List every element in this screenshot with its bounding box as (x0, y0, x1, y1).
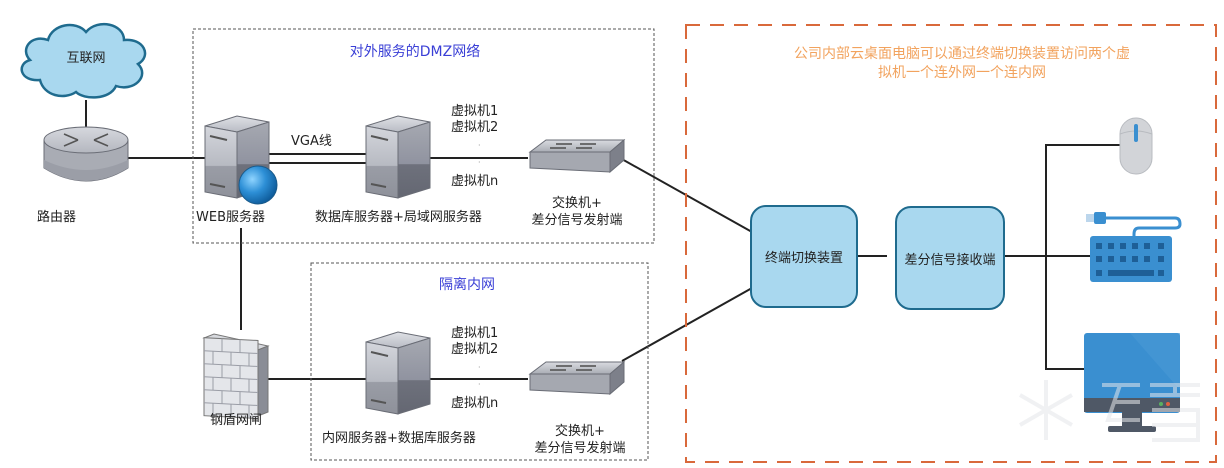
firewall-label: 钢盾网闸 (210, 413, 263, 428)
router-label: 路由器 (37, 210, 77, 225)
dmz-vm-ellipsis-2: · (478, 158, 481, 167)
company-zone-frame (685, 24, 1217, 463)
dmz-switch-label-1: 交换机+ (552, 196, 602, 211)
globe-icon (238, 165, 278, 205)
dmz-vm-2: 虚拟机2 (451, 120, 499, 135)
watermark-snow-logo (1019, 380, 1200, 442)
dmz-vm-ellipsis-1: · (478, 141, 481, 150)
db-server-label: 数据库服务器+局域网服务器 (315, 210, 482, 225)
terminal-switch-box: 终端切换装置 (750, 205, 858, 308)
company-title-line-2: 拟机一个连外网一个连内网 (878, 65, 1046, 81)
keyboard-icon (1086, 212, 1182, 282)
dmz-vm-1: 虚拟机1 (451, 104, 499, 119)
firewall-icon (202, 333, 270, 420)
signal-receiver-label: 差分信号接收端 (904, 252, 996, 268)
intranet-server-label: 内网服务器+数据库服务器 (322, 431, 476, 446)
intranet-switch-label-1: 交换机+ (555, 424, 605, 439)
signal-receiver-box: 差分信号接收端 (895, 206, 1005, 310)
dmz-switch-icon (529, 139, 625, 173)
dmz-switch-label-2: 差分信号发射端 (531, 213, 623, 228)
vga-cable-label: VGA线 (291, 134, 332, 149)
web-server-label: WEB服务器 (196, 210, 265, 225)
dmz-title: 对外服务的DMZ网络 (349, 44, 481, 60)
monitor-icon (1084, 333, 1180, 432)
dmz-zone-frame (192, 28, 655, 244)
line-mouse-monitor (1045, 144, 1120, 370)
intranet-vm-ellipsis-1: · (478, 363, 481, 372)
intranet-vm-2: 虚拟机2 (451, 342, 499, 357)
router-icon (43, 126, 129, 182)
internet-cloud-icon (20, 22, 147, 99)
dmz-vm-n: 虚拟机n (451, 174, 499, 189)
intranet-server-icon (365, 331, 431, 415)
company-title-line-1: 公司内部云桌面电脑可以通过终端切换装置访问两个虚 (794, 46, 1130, 62)
intranet-zone-frame (310, 262, 649, 461)
internet-label: 互联网 (66, 51, 106, 66)
intranet-title: 隔离内网 (439, 277, 495, 293)
intranet-vm-1: 虚拟机1 (451, 326, 499, 341)
database-server-icon (365, 115, 431, 199)
intranet-switch-label-2: 差分信号发射端 (534, 441, 626, 456)
terminal-switch-label: 终端切换装置 (764, 251, 843, 266)
intranet-vm-ellipsis-2: · (478, 380, 481, 389)
intranet-switch-icon (529, 361, 625, 395)
intranet-vm-n: 虚拟机n (451, 396, 499, 411)
mouse-icon (1119, 117, 1153, 175)
